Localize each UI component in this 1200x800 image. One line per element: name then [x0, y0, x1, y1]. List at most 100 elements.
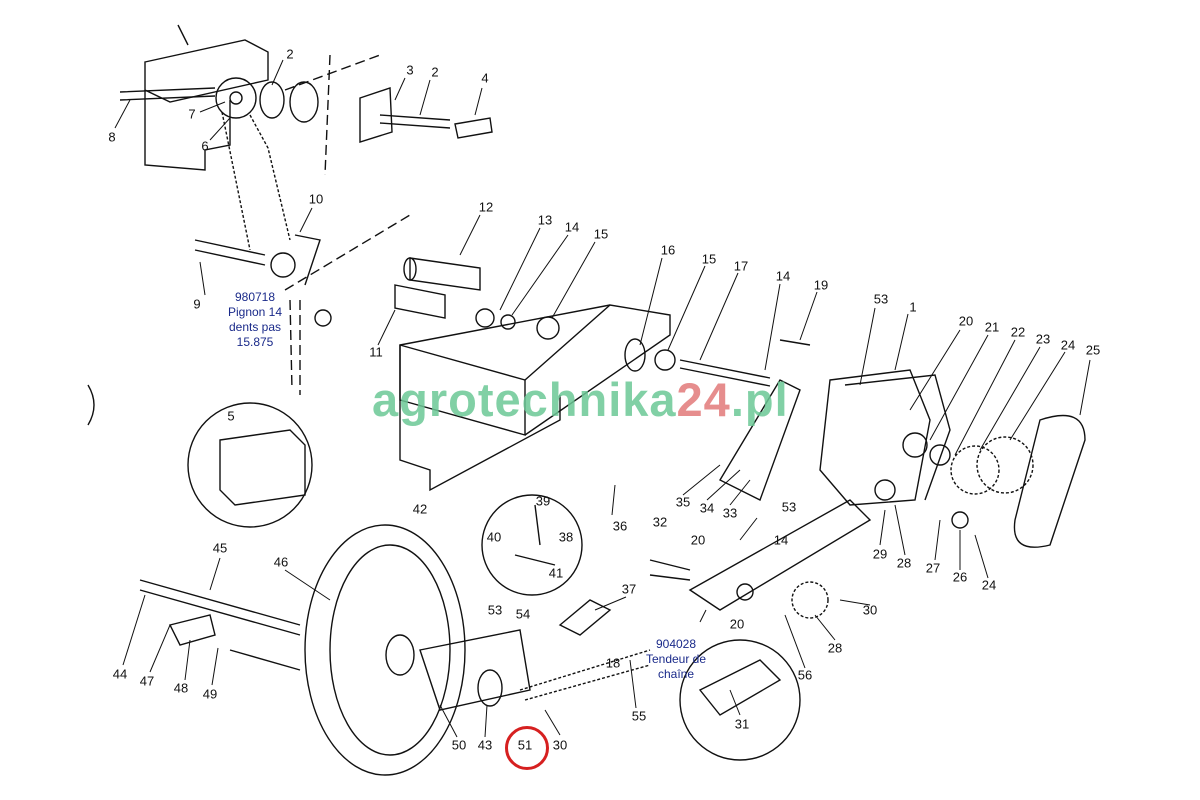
part-label: 25	[1085, 342, 1101, 358]
part-label: 28	[827, 640, 843, 656]
guide-31	[698, 659, 782, 716]
page-edge	[87, 384, 95, 426]
part-label: 9	[193, 296, 201, 312]
detail-inset-31	[679, 639, 801, 761]
bolt-49	[229, 649, 301, 671]
part-label: 30	[862, 602, 878, 618]
part-label: 2	[286, 46, 294, 62]
clamp-48	[168, 614, 216, 646]
chain-30	[519, 649, 651, 701]
part-label: 53	[487, 602, 503, 618]
bearing-15	[536, 316, 560, 340]
part-label: 23	[1035, 331, 1051, 347]
part-label: 10	[308, 191, 324, 207]
key-10	[294, 234, 321, 286]
note-line: Pignon 14	[227, 305, 283, 319]
part-label: 11	[369, 344, 383, 360]
pin-19	[779, 339, 811, 346]
part-label: 54	[515, 606, 531, 622]
sprocket-28	[791, 581, 829, 619]
note-ref: 980718	[234, 290, 276, 304]
bushing-20	[736, 583, 754, 601]
note-line: dents pas	[228, 320, 282, 334]
bearing-plate	[359, 87, 393, 143]
block-5	[219, 429, 306, 506]
shaft-45	[139, 579, 301, 636]
bearing-43	[477, 669, 503, 707]
part-label: 18	[605, 655, 621, 671]
note-tendeur: 904028 Tendeur de chaîne	[646, 637, 706, 682]
part-label: 5	[227, 408, 235, 424]
part-label: 14	[775, 268, 791, 284]
part-label: 21	[984, 319, 1000, 335]
frame-outline	[284, 54, 381, 176]
part-label: 34	[699, 500, 715, 516]
watermark: agrotechnika24.pl	[372, 373, 789, 426]
part-label: 53	[873, 291, 889, 307]
top-sprocket	[215, 77, 319, 251]
part-label: 37	[621, 581, 637, 597]
part-label: 20	[690, 532, 706, 548]
part-label: 22	[1010, 324, 1026, 340]
part-label: 42	[412, 501, 428, 517]
part-label: 29	[872, 546, 888, 562]
part-label: 15	[593, 226, 609, 242]
hub-case-53	[419, 629, 531, 711]
coupler-4	[454, 117, 493, 139]
part-label: 1	[909, 299, 917, 315]
shaft-9	[194, 239, 266, 266]
part-label: 24	[981, 577, 997, 593]
part-label: 2	[431, 64, 439, 80]
bolt-head	[314, 309, 332, 327]
bearing-15b	[654, 349, 676, 371]
cover-25	[1013, 414, 1086, 548]
part-label: 15	[701, 251, 717, 267]
shaft-3	[379, 114, 451, 129]
part-label: 38	[558, 529, 574, 545]
part-label: 6	[201, 138, 209, 154]
part-label: 7	[188, 106, 196, 122]
tube-11	[394, 284, 446, 319]
part-label: 26	[952, 569, 968, 585]
part-label: 46	[273, 554, 289, 570]
part-label: 20	[729, 616, 745, 632]
part-label: 13	[537, 212, 553, 228]
part-label: 55	[631, 708, 647, 724]
note-ref: 904028	[655, 637, 697, 651]
part-label: 17	[733, 258, 749, 274]
bushing-32	[649, 559, 691, 581]
paddle-wheel	[304, 524, 466, 776]
part-label: 49	[202, 686, 218, 702]
note-line: chaîne	[657, 667, 695, 681]
part-label-highlighted: 51	[517, 737, 533, 753]
part-label: 20	[958, 313, 974, 329]
part-label: 36	[612, 518, 628, 534]
part-label: 27	[925, 560, 941, 576]
part-label: 4	[481, 70, 489, 86]
sprocket-pignon	[270, 252, 296, 278]
frame-outline-2	[284, 214, 411, 395]
spring-39	[514, 504, 556, 566]
part-label: 45	[212, 540, 228, 556]
shaft-17	[679, 359, 771, 387]
part-label: 31	[734, 716, 750, 732]
part-label: 14	[773, 532, 789, 548]
part-label: 41	[548, 565, 564, 581]
top-bracket	[119, 24, 269, 171]
chain-case	[688, 499, 872, 611]
part-label: 8	[108, 129, 116, 145]
detail-inset-tensioner	[481, 494, 583, 596]
part-label: 48	[173, 680, 189, 696]
part-label: 30	[552, 737, 568, 753]
tube-12	[409, 257, 481, 291]
part-label: 14	[564, 219, 580, 235]
note-line: 15.875	[236, 335, 274, 349]
detail-inset-5	[187, 402, 313, 528]
part-label: 12	[478, 199, 494, 215]
leader-lines	[114, 59, 1091, 738]
part-label: 33	[722, 505, 738, 521]
part-label: 24	[1060, 337, 1076, 353]
highlight-circle-51	[505, 726, 549, 770]
